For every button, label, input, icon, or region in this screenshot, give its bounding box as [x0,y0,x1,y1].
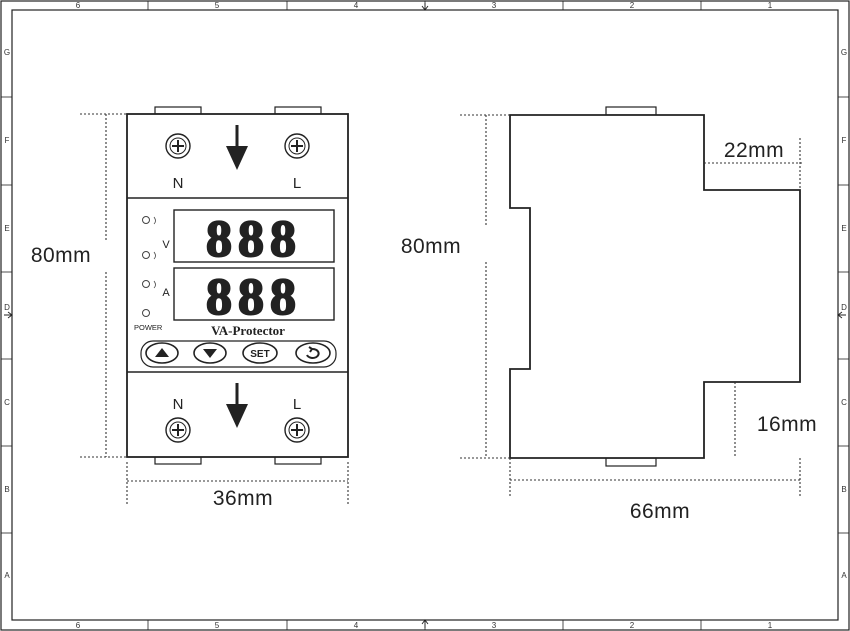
col-label-top-1: 1 [768,1,773,10]
up-button[interactable] [145,342,179,364]
row-label-left-d: D [4,303,10,312]
row-label-right-e: E [841,224,846,233]
front-bottom-clip-right [274,456,322,465]
power-label: POWER [134,323,163,332]
row-label-right-b: B [841,485,846,494]
row-label-left-a: A [4,571,10,580]
side-top-step-dimension: 22mm [724,139,784,162]
front-top-clip-left [154,106,202,115]
current-unit-label: A [162,287,170,299]
col-label-bottom-3: 3 [492,621,497,630]
current-display-digits: 888 [206,269,302,326]
side-depth-dimension: 66mm [630,500,690,523]
col-label-bottom-5: 5 [215,621,220,630]
terminal-label-l-top: L [293,175,301,192]
col-label-bottom-2: 2 [630,621,635,630]
side-bottom-step-dimension: 16mm [757,413,817,436]
brand-label: VA-Protector [211,323,285,338]
row-label-right-d: D [841,303,847,312]
col-label-bottom-1: 1 [768,621,773,630]
down-button[interactable] [193,342,227,364]
col-label-top-5: 5 [215,1,220,10]
front-view: N L V A POWER 888 888 VA-Protector SET [31,106,349,510]
side-bottom-clip [605,457,657,467]
col-label-bottom-4: 4 [354,621,359,630]
terminal-label-n-bottom: N [173,396,184,413]
side-height-dimension: 80mm [401,235,461,258]
terminal-screw-icon [165,417,191,443]
voltage-display [173,209,335,263]
terminal-label-n-top: N [173,175,184,192]
front-dimension-lines [80,113,349,505]
arrow-down-icon [226,383,248,428]
return-button[interactable] [295,342,331,364]
side-view: 80mm 22mm 16mm 66mm [401,106,817,523]
col-label-top-4: 4 [354,1,359,10]
triangle-up-icon [155,348,169,357]
set-button-label: SET [250,349,269,360]
arrow-down-icon [226,125,248,170]
row-label-right-c: C [841,398,847,407]
terminal-label-l-bottom: L [293,396,301,413]
voltage-unit-label: V [162,239,170,251]
sheet-zone-labels: 6 5 4 3 2 1 6 5 4 3 2 1 G F E D C B A G … [4,1,847,630]
row-label-right-f: F [842,136,847,145]
col-label-top-6: 6 [76,1,81,10]
col-label-bottom-6: 6 [76,621,81,630]
voltage-display-digits: 888 [206,211,302,268]
row-label-left-e: E [4,224,9,233]
terminal-screw-icon [284,133,310,159]
front-bottom-clip-left [154,456,202,465]
side-dimension-lines [460,114,803,498]
col-label-top-2: 2 [630,1,635,10]
front-width-dimension: 36mm [213,487,273,510]
indicator-leds [142,216,156,317]
button-panel [140,340,337,368]
row-label-right-g: G [841,48,847,57]
side-top-clip [605,106,657,116]
row-label-left-c: C [4,398,10,407]
row-label-left-f: F [5,136,10,145]
row-label-left-b: B [4,485,9,494]
col-label-top-3: 3 [492,1,497,10]
side-profile-outline [509,114,801,459]
set-button[interactable]: SET [242,342,278,364]
return-icon [306,346,320,359]
terminal-screw-icon [165,133,191,159]
front-height-dimension: 80mm [31,244,91,267]
row-label-left-g: G [4,48,10,57]
current-display [173,267,335,321]
row-label-right-a: A [841,571,847,580]
triangle-down-icon [203,349,217,358]
front-top-clip-right [274,106,322,115]
terminal-screw-icon [284,417,310,443]
